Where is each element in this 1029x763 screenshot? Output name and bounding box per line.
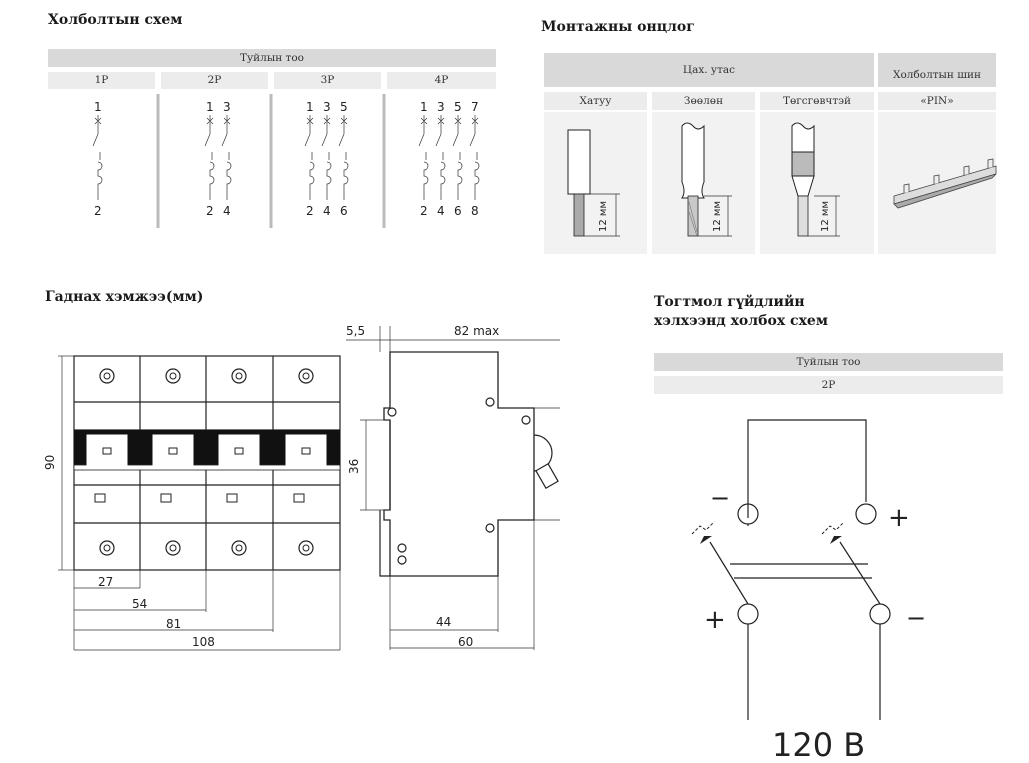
toggle-window: [218, 434, 260, 466]
pole-switch-symbol: [304, 115, 315, 200]
pin-busbar-drawing: [893, 158, 997, 209]
terminal-top-label: 1: [94, 100, 102, 114]
side-view: 5,5 82 max 36 45 44 60: [346, 324, 560, 650]
dc-header: Туйлын тоо: [654, 353, 1003, 371]
terminal-screw-bottom-inner: [302, 544, 310, 552]
dim-side-82max: 82 max: [454, 324, 499, 338]
terminal-bottom-label: 2: [420, 204, 428, 218]
solid-wire-drawing: 12 мм: [567, 129, 620, 237]
mounting-bus-header: Холболтын шин: [878, 53, 996, 87]
schema-pole-3p: 3P: [274, 72, 381, 89]
pole-switch-symbol: [338, 115, 349, 200]
dim-front-height: 90: [43, 455, 57, 470]
strip-len-flexible: 12 мм: [712, 201, 723, 232]
dim-side-44: 44: [436, 615, 451, 629]
indicator-window: [160, 493, 172, 503]
toggle-knob: [102, 447, 112, 455]
dim-front-54: 54: [132, 597, 147, 611]
terminal-top-label: 5: [454, 100, 462, 114]
mounting-col-pin: «PIN»: [878, 92, 996, 110]
schema-pole-4p: 4P: [387, 72, 496, 89]
schema-diagrams: 1 2 1 2 3 4 1 2 3 4 5 6 1 2 3 4 5 6 7 8: [92, 94, 480, 228]
terminal-screw-bottom-inner: [235, 544, 243, 552]
pole-switch-symbol: [452, 115, 463, 200]
dc-diagram: − + + − 120 В: [691, 419, 926, 763]
pole-switch-symbol: [435, 115, 446, 200]
terminal-bottom-label: 2: [94, 204, 102, 218]
dc-plus-top: +: [888, 503, 910, 533]
terminal-screw-bottom-inner: [103, 544, 111, 552]
mounting-col-flexible: Зөөлөн: [652, 92, 755, 110]
dc-pole: 2P: [654, 376, 1003, 394]
terminal-screw-top-inner: [235, 372, 243, 380]
terminal-top-label: 1: [206, 100, 214, 114]
terminal-bottom-label: 6: [454, 204, 462, 218]
terminal-top-label: 1: [306, 100, 314, 114]
dc-title: Тогтмол гүйдлийн хэлхээнд холбох схем: [654, 293, 828, 331]
mounting-col-ferrule: Төгсгөвчтэй: [760, 92, 874, 110]
schema-header: Туйлын тоо: [48, 49, 496, 67]
terminal-bottom-label: 8: [471, 204, 479, 218]
mounting-drawings: 12 мм 12 мм 12 мм: [544, 112, 997, 254]
terminal-top-label: 5: [340, 100, 348, 114]
dc-minus-top: −: [710, 484, 730, 512]
terminal-bottom-label: 4: [437, 204, 445, 218]
terminal-bottom-label: 4: [223, 204, 231, 218]
terminal-bottom-label: 6: [340, 204, 348, 218]
front-view: 90 27 54 81 108: [43, 355, 341, 651]
terminal-top-label: 1: [420, 100, 428, 114]
toggle-knob: [168, 447, 178, 455]
dim-side-60: 60: [458, 635, 473, 649]
dc-minus-bottom: −: [906, 604, 926, 632]
schema-title: Холболтын схем: [48, 12, 183, 28]
dim-front-81: 81: [166, 617, 181, 631]
terminal-top-label: 3: [223, 100, 231, 114]
terminal-bottom-label: 4: [323, 204, 331, 218]
dc-title-line2: хэлхээнд холбох схем: [654, 313, 828, 329]
terminal-screw-bottom-inner: [169, 544, 177, 552]
terminal-bottom-label: 2: [306, 204, 314, 218]
dim-side-36: 36: [347, 459, 361, 474]
pole-switch-symbol: [204, 115, 215, 200]
pole-switch-symbol: [221, 115, 232, 200]
mounting-title: Монтажны онцлог: [541, 19, 695, 35]
mounting-wire-header: Цах. утас: [544, 53, 874, 87]
terminal-screw-top-inner: [302, 372, 310, 380]
pole-switch-symbol: [469, 115, 480, 200]
ferrule-wire-drawing: 12 мм: [791, 122, 840, 237]
flexible-wire-drawing: 12 мм: [681, 122, 732, 237]
pole-switch-symbol: [418, 115, 429, 200]
dc-plus-bottom: +: [704, 605, 726, 635]
schema-pole-2p: 2P: [161, 72, 268, 89]
indicator-window: [293, 493, 305, 503]
strip-len-solid: 12 мм: [598, 201, 609, 232]
terminal-screw-top-inner: [169, 372, 177, 380]
schema-pole-1p: 1P: [48, 72, 155, 89]
dim-front-108: 108: [192, 635, 215, 649]
indicator-window: [226, 493, 238, 503]
dc-voltage: 120 В: [772, 726, 865, 763]
toggle-knob: [301, 447, 311, 455]
strip-len-ferrule: 12 мм: [820, 201, 831, 232]
terminal-bottom-label: 2: [206, 204, 214, 218]
dims-title: Гаднах хэмжээ(мм): [45, 289, 204, 305]
dc-title-line1: Тогтмол гүйдлийн: [654, 294, 805, 310]
dim-front-27: 27: [98, 575, 113, 589]
terminal-top-label: 3: [323, 100, 331, 114]
terminal-top-label: 7: [471, 100, 479, 114]
pole-switch-symbol: [321, 115, 332, 200]
indicator-window: [94, 493, 106, 503]
toggle-knob: [234, 447, 244, 455]
dim-side-5-5: 5,5: [346, 324, 365, 338]
dims-drawing: 90 27 54 81 108 5,5 82 max: [43, 324, 560, 651]
pole-switch-symbol: [92, 115, 103, 200]
terminal-screw-top-inner: [103, 372, 111, 380]
mounting-col-solid: Хатуу: [544, 92, 647, 110]
terminal-top-label: 3: [437, 100, 445, 114]
